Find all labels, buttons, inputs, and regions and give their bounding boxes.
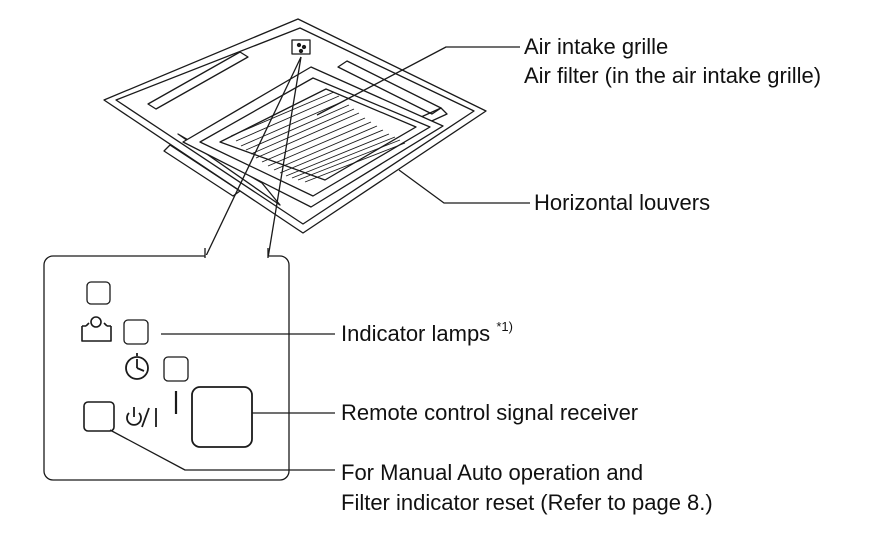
label-manual-auto-line2: Filter indicator reset (Refer to page 8.… (341, 490, 713, 515)
label-air-intake-grille: Air intake grille (524, 34, 669, 59)
label-horizontal-louvers: Horizontal louvers (534, 190, 711, 215)
remote-receiver (191, 386, 253, 448)
label-remote-receiver: Remote control signal receiver (341, 400, 639, 425)
power-icon (126, 407, 157, 428)
label-manual-auto-line1: For Manual Auto operation and (341, 460, 644, 485)
zoom-line-left (204, 56, 302, 259)
air-intake-grille (182, 66, 444, 208)
label-indicator-lamps: Indicator lamps *1) (341, 319, 513, 350)
indicator-lamp-2 (123, 319, 149, 345)
air-filter (230, 91, 406, 183)
label-air-filter: Air filter (in the air intake grille) (524, 63, 822, 88)
leader-louvers (398, 169, 530, 204)
display-window (291, 39, 311, 55)
cassette-unit (103, 18, 487, 234)
filter-icon (81, 316, 112, 342)
indicator-panel (43, 255, 290, 481)
leader-manual (109, 429, 335, 471)
label-indicator-lamps-text: Indicator lamps (341, 321, 491, 346)
leader-air-intake (316, 46, 520, 116)
indicator-lamp-3 (163, 356, 189, 382)
manual-auto-button (83, 401, 115, 432)
zoom-line-right (267, 56, 302, 259)
label-indicator-lamps-note: *1) (496, 319, 513, 334)
indicator-lamp-1 (86, 281, 111, 305)
timer-icon (125, 353, 149, 380)
